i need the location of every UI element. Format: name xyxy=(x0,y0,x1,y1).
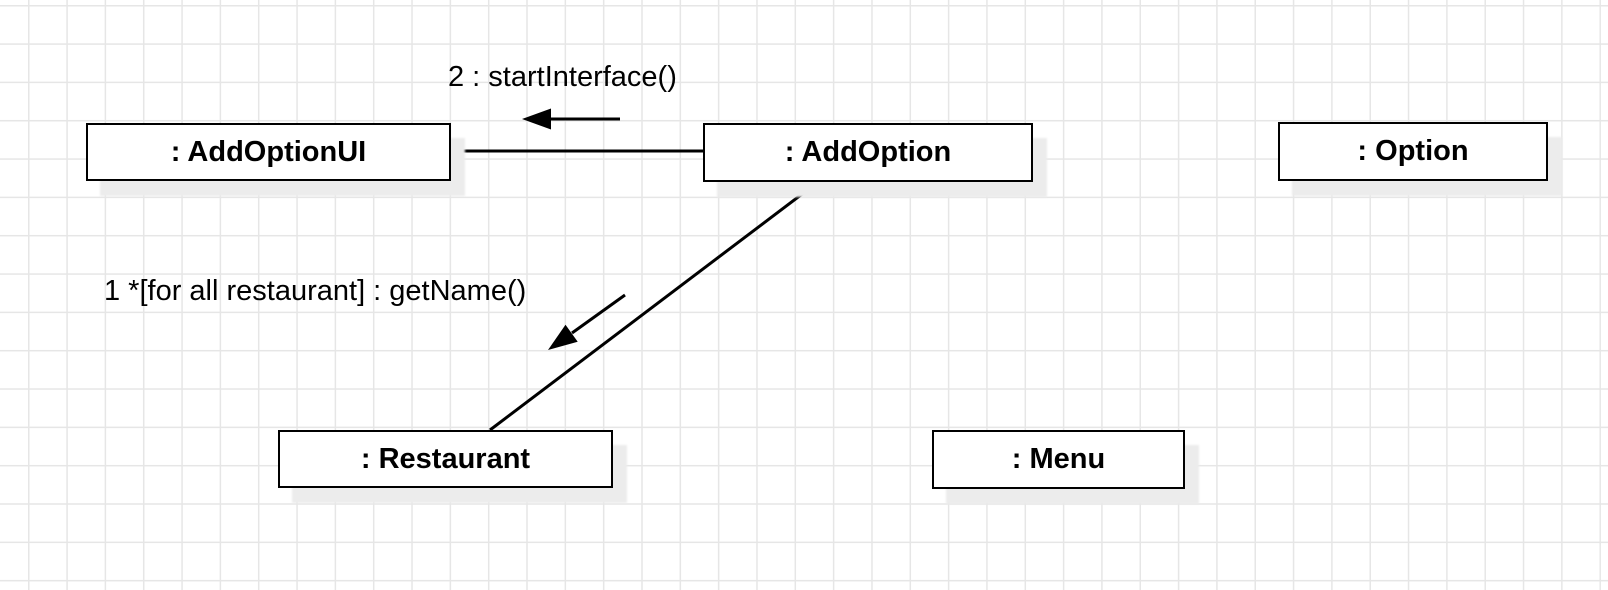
object-box-menu[interactable]: : Menu xyxy=(932,430,1185,489)
object-box-option[interactable]: : Option xyxy=(1278,122,1548,181)
object-label: : AddOptionUI xyxy=(170,135,367,168)
object-label: : AddOption xyxy=(784,136,952,168)
message-arrow-getname[interactable] xyxy=(548,293,626,350)
message-label-getname[interactable]: 1 *[for all restaurant] : getName() xyxy=(104,275,527,307)
arrowhead-left-icon xyxy=(522,108,551,130)
object-box-addoption[interactable]: : AddOption xyxy=(703,123,1033,182)
link-addoption-restaurant[interactable] xyxy=(489,180,819,432)
message-arrow-startinterface[interactable] xyxy=(522,108,620,130)
arrowhead-down-left-icon xyxy=(548,324,578,350)
message-label-startinterface[interactable]: 2 : startInterface() xyxy=(448,61,677,93)
message-arrow-shaft xyxy=(571,293,626,335)
object-label: : Menu xyxy=(1011,443,1106,475)
object-box-addoptionui[interactable]: : AddOptionUI xyxy=(86,123,451,181)
object-label: : Option xyxy=(1357,135,1469,167)
object-label: : Restaurant xyxy=(360,442,531,475)
object-box-restaurant[interactable]: : Restaurant xyxy=(278,430,613,488)
